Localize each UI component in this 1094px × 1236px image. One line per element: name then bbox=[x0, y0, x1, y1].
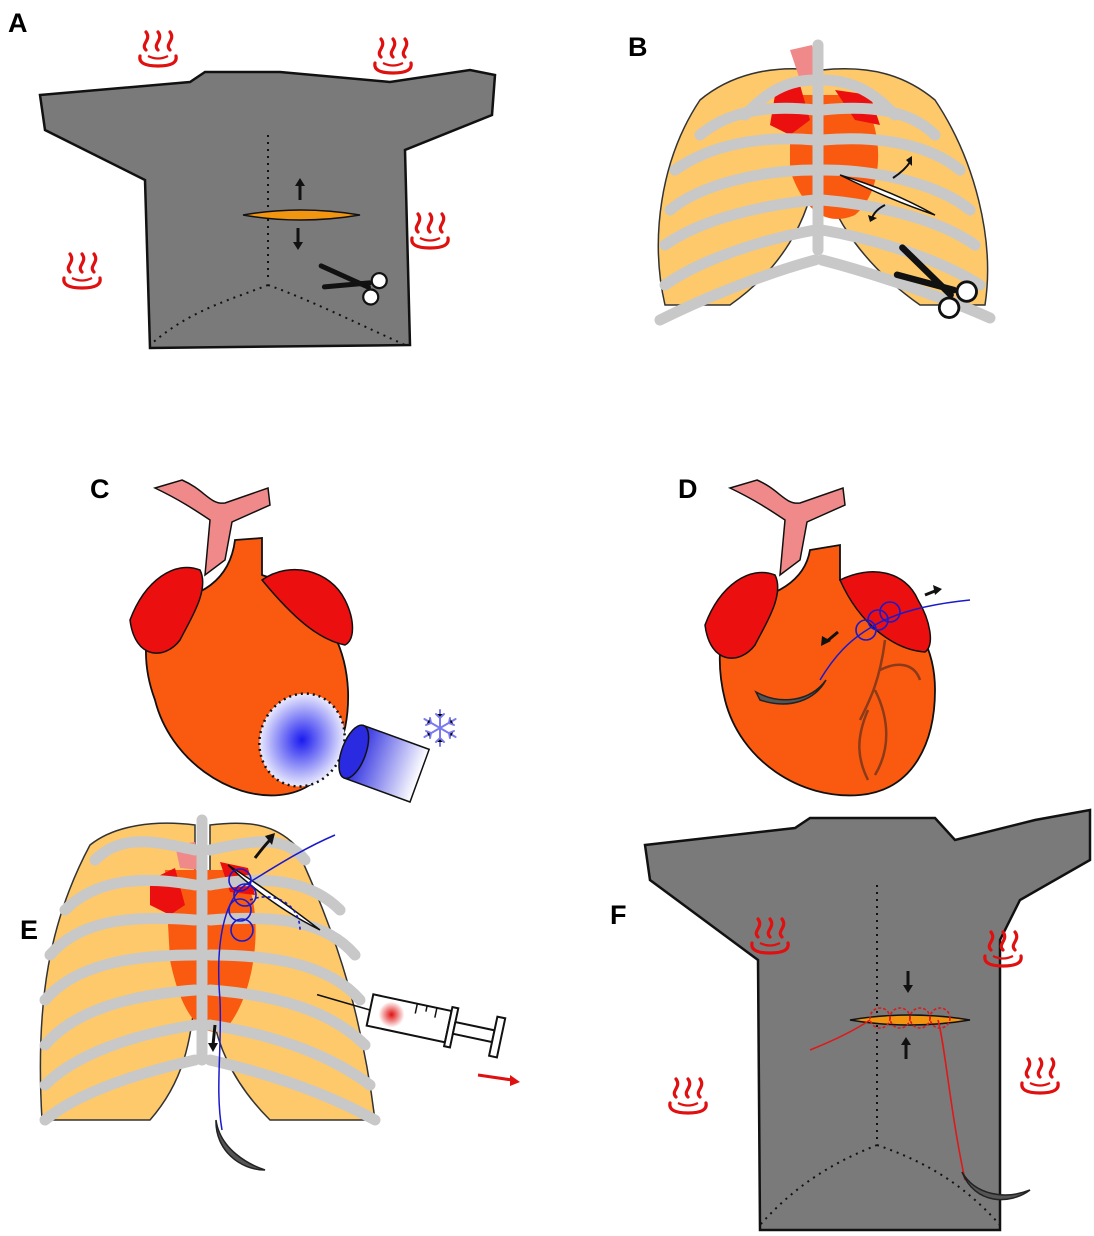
torso bbox=[40, 70, 495, 348]
panel-e bbox=[40, 820, 520, 1170]
heat-icon bbox=[1022, 1059, 1058, 1093]
arrow-icon bbox=[213, 1025, 215, 1045]
heat-icon bbox=[412, 214, 448, 248]
panel-b bbox=[658, 45, 990, 331]
panel-a bbox=[40, 32, 495, 348]
panel-c bbox=[130, 480, 456, 802]
heat-icon bbox=[375, 39, 411, 73]
heat-icon bbox=[670, 1079, 706, 1113]
heat-icon bbox=[140, 32, 176, 66]
heat-icon bbox=[64, 254, 100, 288]
panel-d bbox=[705, 480, 970, 795]
cryo-probe bbox=[333, 721, 429, 802]
panel-f bbox=[645, 810, 1090, 1230]
withdraw-arrow-icon bbox=[478, 1075, 512, 1080]
snowflake-icon bbox=[424, 710, 455, 746]
needle-icon bbox=[216, 1120, 265, 1170]
arrow-icon bbox=[925, 591, 935, 595]
